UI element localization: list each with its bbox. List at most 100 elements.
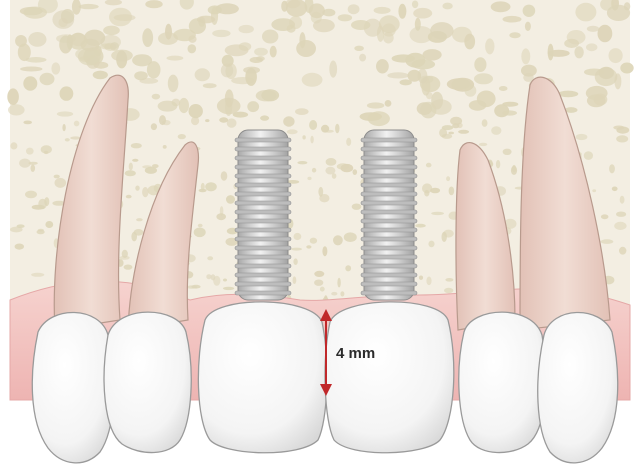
trabecula <box>523 5 536 17</box>
trabecula <box>503 149 512 155</box>
implant-thread <box>235 183 291 187</box>
trabecula <box>491 1 511 12</box>
trabecula <box>212 30 230 37</box>
trabecula <box>428 241 434 248</box>
trabecula <box>584 151 593 160</box>
trabecula <box>491 126 501 135</box>
trabecula <box>136 218 143 221</box>
trabecula <box>223 279 227 282</box>
implant-left <box>235 130 291 300</box>
trabecula <box>219 117 228 122</box>
trabecula <box>55 178 67 188</box>
trabecula <box>548 50 570 57</box>
trabecula <box>346 138 351 146</box>
implant-thread <box>235 147 291 151</box>
trabecula <box>423 49 442 60</box>
implant-thread <box>361 219 417 223</box>
trabecula <box>239 25 254 33</box>
trabecula <box>387 72 409 78</box>
trabecula <box>418 69 428 84</box>
implant-thread <box>361 165 417 169</box>
trabecula <box>595 68 618 87</box>
crown-premolar-right <box>459 312 546 452</box>
trabecula <box>44 151 48 154</box>
trabecula <box>325 167 335 175</box>
trabecula <box>601 214 609 219</box>
trabecula <box>587 26 599 32</box>
trabecula <box>424 190 429 197</box>
trabecula <box>374 7 391 14</box>
trabecula <box>458 130 469 134</box>
trabecula <box>65 138 70 141</box>
trabecula <box>221 171 228 180</box>
trabecula <box>419 276 423 280</box>
trabecula <box>598 25 613 43</box>
trabecula <box>294 233 302 240</box>
implant-thread <box>235 210 291 214</box>
trabecula <box>359 54 366 62</box>
trabecula <box>78 48 101 65</box>
trabecula <box>329 61 337 78</box>
trabecula <box>145 167 157 174</box>
trabecula <box>352 204 362 210</box>
trabecula <box>125 170 136 176</box>
implant-thread <box>361 156 417 160</box>
trabecula <box>293 258 297 265</box>
trabecula <box>151 123 157 130</box>
trabecula <box>348 4 360 14</box>
trabecula <box>79 4 99 9</box>
trabecula <box>158 101 178 112</box>
trabecula <box>54 175 60 179</box>
trabecula <box>51 62 60 74</box>
trabecula <box>142 28 153 47</box>
trabecula <box>7 88 19 105</box>
trabecula <box>287 129 298 134</box>
trabecula <box>482 119 488 127</box>
trabecula <box>103 26 120 36</box>
crown-implant-left <box>198 302 327 453</box>
trabecula <box>446 176 450 181</box>
trabecula <box>57 111 73 116</box>
trabecula <box>385 100 392 107</box>
trabecula <box>620 63 633 74</box>
trabecula <box>340 291 344 296</box>
trabecula <box>135 186 139 191</box>
implant-thread <box>235 192 291 196</box>
implant-thread <box>361 201 417 205</box>
trabecula <box>509 32 520 38</box>
trabecula <box>614 222 626 230</box>
trabecula <box>126 195 132 199</box>
trabecula <box>392 54 415 62</box>
trabecula <box>52 10 74 29</box>
trabecula <box>211 274 216 280</box>
trabecula <box>592 189 596 192</box>
trabecula <box>23 121 32 125</box>
trabecula <box>609 164 615 173</box>
trabecula <box>564 39 579 48</box>
trabecula <box>485 38 494 54</box>
trabecula <box>38 199 47 209</box>
trabecula <box>15 244 24 250</box>
trabecula <box>198 224 203 228</box>
trabecula <box>261 89 279 101</box>
trabecula <box>132 54 152 66</box>
implant-thread <box>361 183 417 187</box>
trabecula <box>124 265 133 270</box>
implant-thread <box>235 219 291 223</box>
trabecula <box>465 85 477 97</box>
trabecula <box>314 271 324 277</box>
trabecula <box>195 68 210 81</box>
trabecula <box>199 189 207 192</box>
trabecula <box>335 124 339 134</box>
trabecula <box>295 108 309 115</box>
trabecula <box>613 126 624 130</box>
trabecula <box>612 187 618 192</box>
implant-thread <box>235 156 291 160</box>
implant-thread <box>361 264 417 268</box>
trabecula <box>231 77 254 84</box>
implant-thread <box>361 210 417 214</box>
trabecula <box>100 43 113 49</box>
trabecula <box>619 247 626 255</box>
trabecula <box>353 169 358 175</box>
